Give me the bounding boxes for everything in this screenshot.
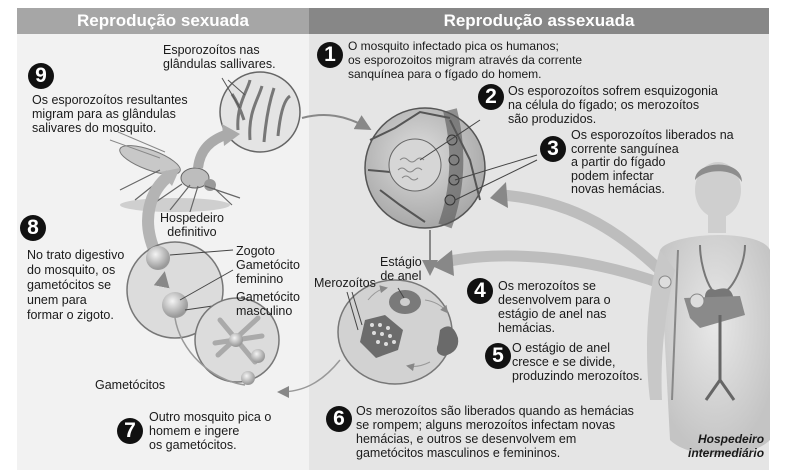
human-host-illustration bbox=[647, 162, 770, 455]
asexual-reproduction-header: Reprodução assexuada bbox=[309, 8, 769, 34]
step-1-text: O mosquito infectado pica os humanos; os… bbox=[348, 39, 583, 81]
step-2-text: Os esporozoítos sofrem esquizogonia na c… bbox=[508, 84, 718, 126]
merozoites-label: Merozoítos bbox=[314, 276, 376, 290]
step-4-marker: 4 bbox=[467, 278, 493, 304]
step-7-marker: 7 bbox=[117, 418, 143, 444]
zygote-circle-illustration bbox=[126, 241, 234, 339]
step-9-text: Os esporozoítos resultantes migram para … bbox=[32, 93, 188, 135]
step-5-text: O estágio de anel cresce e se divide, pr… bbox=[512, 341, 643, 383]
step-5-marker: 5 bbox=[485, 343, 511, 369]
red-blood-cell-illustration bbox=[337, 279, 459, 385]
step-4-text: Os merozoítos se desenvolvem para o está… bbox=[498, 279, 611, 335]
step-7-text: Outro mosquito pica o homem e ingere os … bbox=[149, 410, 272, 452]
intermediate-host-label: Hospedeiro intermediário bbox=[688, 432, 765, 460]
step-8-text: No trato digestivo do mosquito, os gamet… bbox=[27, 248, 125, 322]
ring-stage-label: Estágio de anel bbox=[380, 255, 422, 283]
gametocytes-label: Gametócitos bbox=[95, 378, 166, 392]
sexual-reproduction-header: Reprodução sexuada bbox=[17, 8, 309, 34]
liver-cell-illustration bbox=[364, 107, 538, 229]
male-gametocyte-label: Gametócito masculino bbox=[236, 290, 300, 318]
female-gametocyte-label: Gametócito feminino bbox=[236, 258, 300, 286]
step-2-marker: 2 bbox=[478, 84, 504, 110]
gametocytes-circle-illustration bbox=[174, 297, 280, 386]
salivary-gland-label: Esporozoítos nas glândulas sallivares. bbox=[163, 43, 276, 71]
zygote-label: Zogoto bbox=[236, 244, 275, 258]
step-1-marker: 1 bbox=[317, 42, 343, 68]
step-3-marker: 3 bbox=[540, 136, 566, 162]
step-6-marker: 6 bbox=[326, 406, 352, 432]
step-8-marker: 8 bbox=[20, 215, 46, 241]
definitive-host-label: Hospedeiro definitivo bbox=[160, 211, 224, 239]
step-9-marker: 9 bbox=[28, 63, 54, 89]
salivary-gland-illustration bbox=[219, 71, 301, 153]
step-3-text: Os esporozoítos liberados na corrente sa… bbox=[571, 128, 734, 196]
step-6-text: Os merozoítos são liberados quando as he… bbox=[356, 404, 634, 460]
